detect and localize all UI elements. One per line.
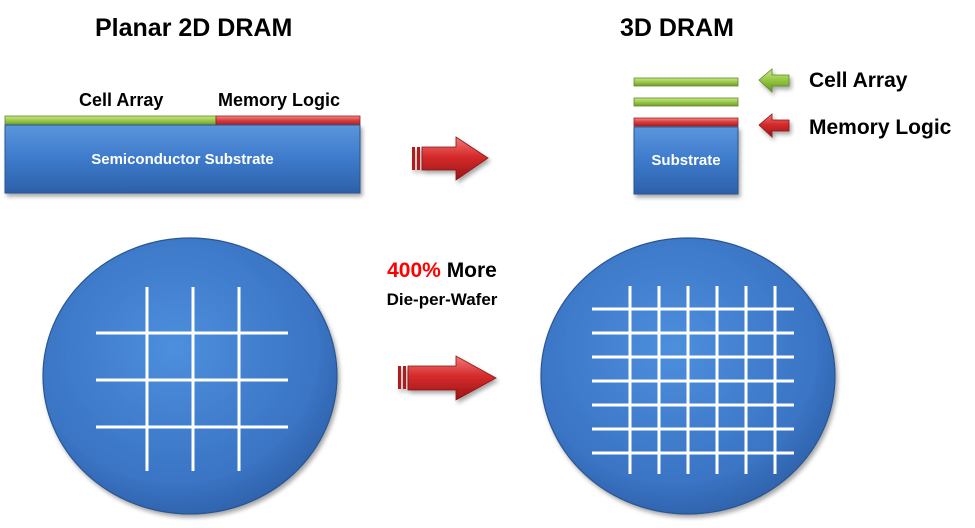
top-transition-arrow-icon <box>412 136 489 181</box>
memory-logic-pointer-icon <box>758 113 790 138</box>
planar-cell-array-layer <box>4 115 217 126</box>
3d-title: 3D DRAM <box>620 14 734 42</box>
planar-wafer <box>42 237 338 515</box>
die-per-wafer-label: Die-per-Wafer <box>386 290 498 309</box>
planar-substrate <box>4 124 361 194</box>
bottom-transition-arrow-icon <box>398 355 497 401</box>
planar-wafer-die-grid <box>96 287 288 471</box>
3d-substrate-label: Substrate <box>651 152 721 169</box>
3d-substrate <box>633 126 739 195</box>
3d-memory-logic-layer <box>633 117 739 127</box>
3d-cell-array-layer-top <box>633 77 739 87</box>
cell-array-pointer-icon <box>758 68 790 93</box>
planar-memory-logic-label: Memory Logic <box>218 90 341 110</box>
more-label: More <box>446 259 497 282</box>
die-per-wafer-headline: 400% More <box>362 259 522 283</box>
percent-value: 400% <box>387 259 441 282</box>
3d-cell-array-layer-bottom <box>633 97 739 107</box>
planar-cell-array-label: Cell Array <box>79 90 164 110</box>
planar-substrate-label: Semiconductor Substrate <box>91 150 274 168</box>
3d-cell-array-label: Cell Array <box>809 69 908 92</box>
planar-memory-logic-layer <box>215 115 361 126</box>
planar-title: Planar 2D DRAM <box>95 14 293 42</box>
3d-memory-logic-label: Memory Logic <box>809 116 952 139</box>
3d-wafer-die-grid <box>592 286 794 474</box>
